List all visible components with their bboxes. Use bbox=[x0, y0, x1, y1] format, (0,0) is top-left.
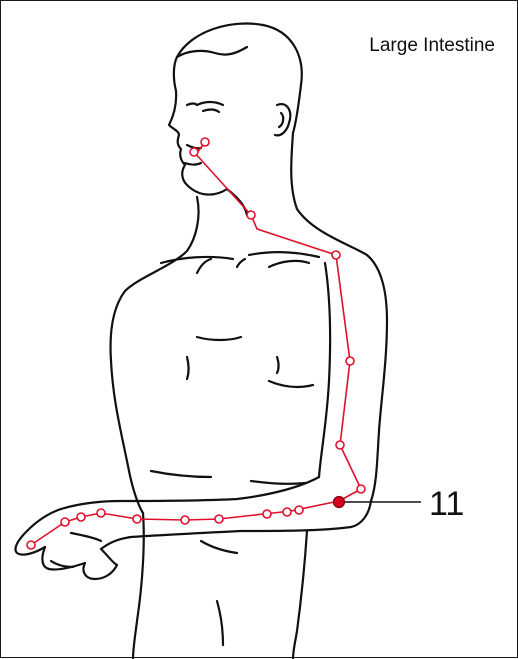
acupoint bbox=[357, 485, 365, 493]
meridian-title: Large Intestine bbox=[369, 35, 495, 57]
body-outline bbox=[15, 23, 387, 659]
acupoint bbox=[61, 518, 69, 526]
acupoint bbox=[346, 357, 354, 365]
acupoint bbox=[215, 515, 223, 523]
acupoint bbox=[201, 138, 209, 146]
highlighted-acupoint bbox=[334, 497, 345, 508]
acupoint bbox=[190, 148, 198, 156]
acupoint bbox=[283, 508, 291, 516]
point-number-label: 11 bbox=[429, 485, 464, 524]
acupoints bbox=[27, 138, 365, 549]
acupoint bbox=[133, 515, 141, 523]
acupoint bbox=[97, 509, 105, 517]
acupoint bbox=[181, 516, 189, 524]
acupoint bbox=[295, 506, 303, 514]
acupoint bbox=[77, 513, 85, 521]
meridian-line bbox=[31, 142, 361, 545]
acupoint bbox=[263, 510, 271, 518]
acupoint bbox=[332, 251, 340, 259]
acupoint bbox=[247, 211, 255, 219]
acupoint bbox=[27, 541, 35, 549]
acupoint bbox=[336, 441, 344, 449]
